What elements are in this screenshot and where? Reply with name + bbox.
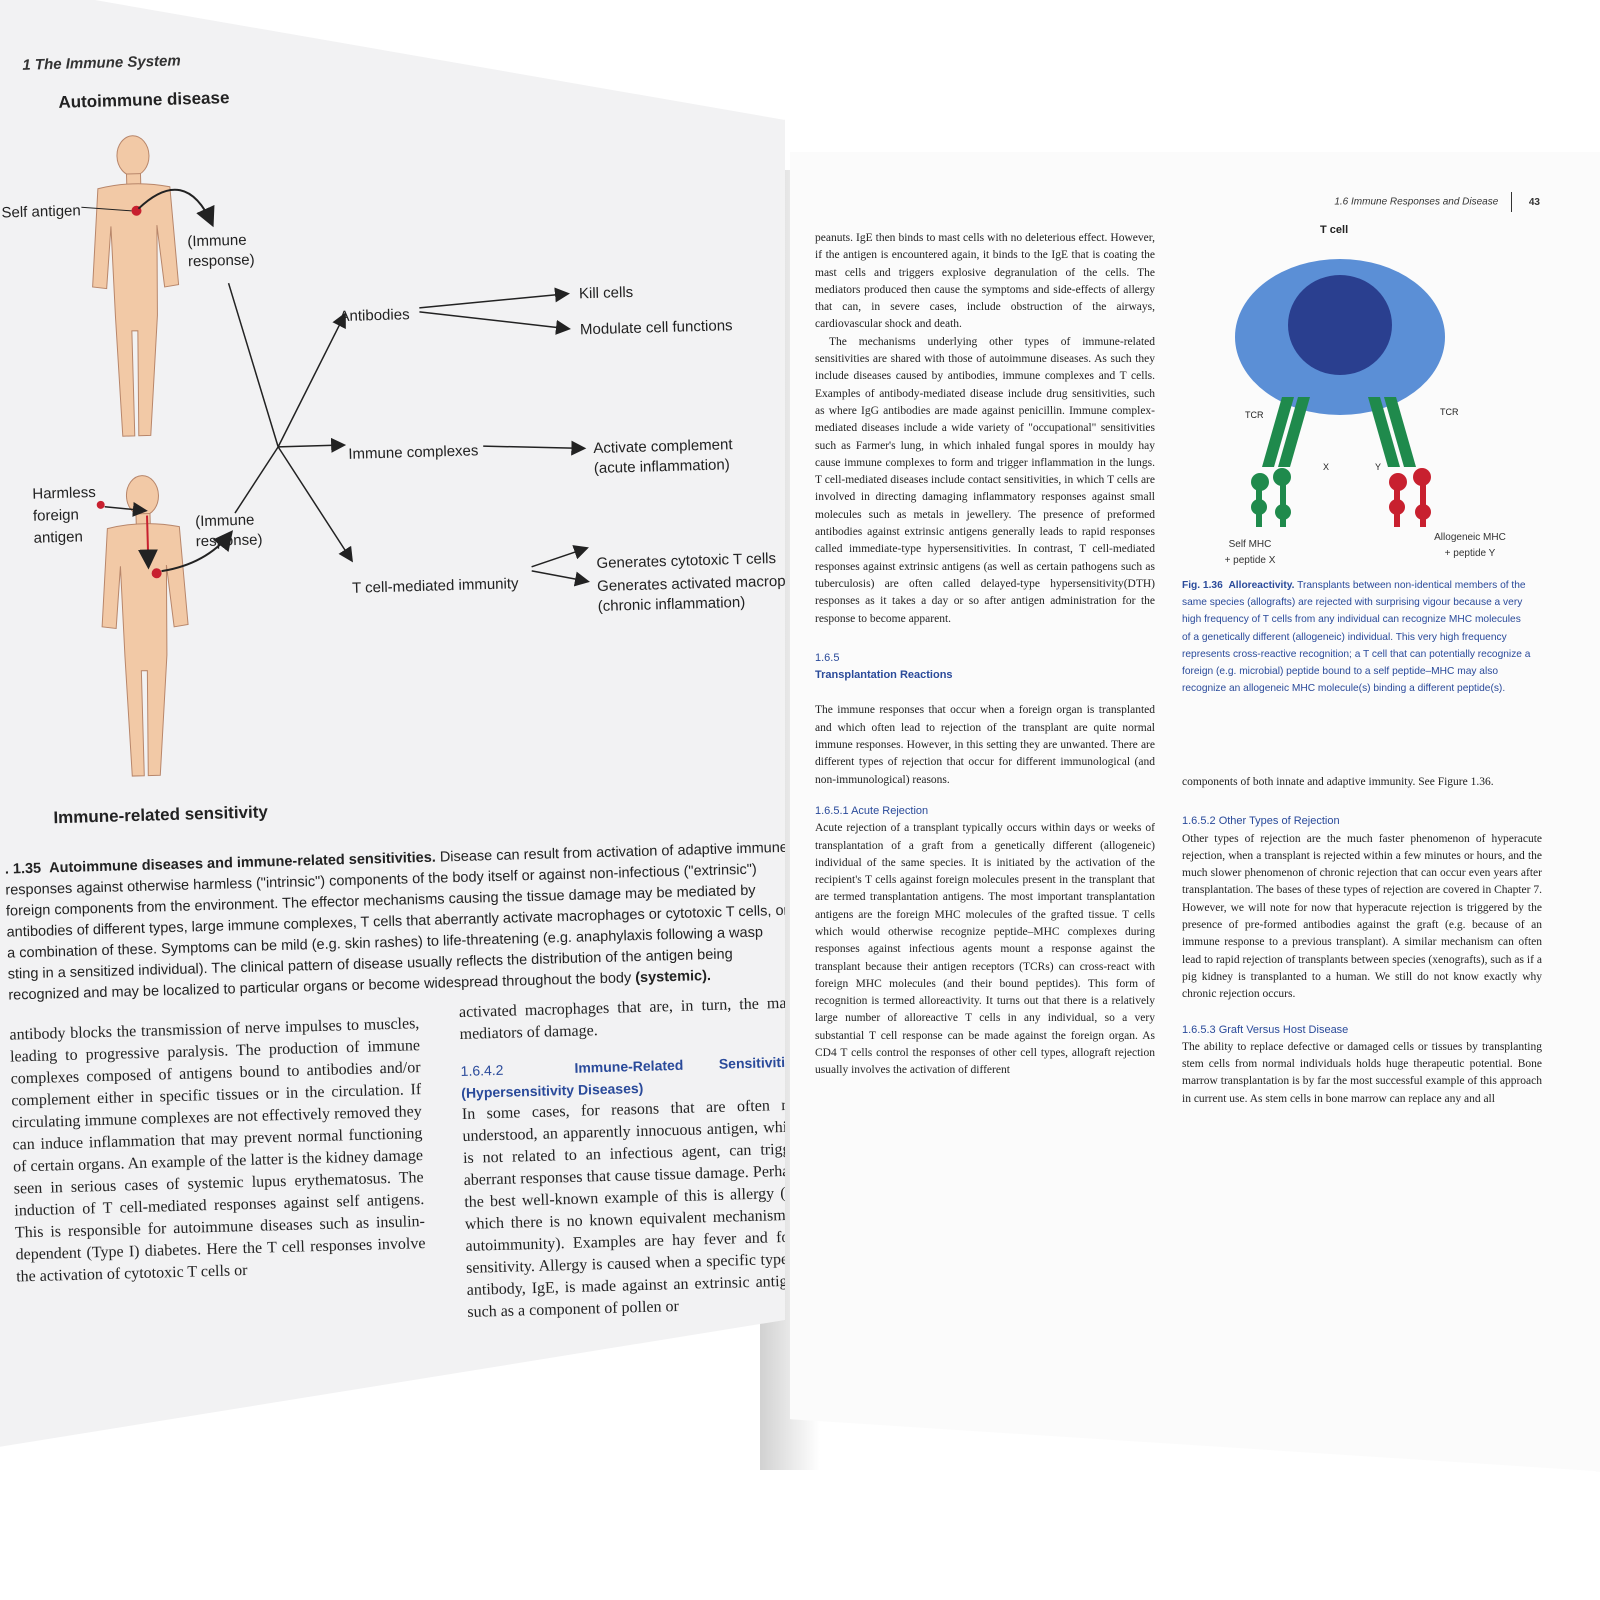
tcell-label: T cell — [1320, 224, 1349, 236]
right-running-head-text: 1.6 Immune Responses and Disease — [1334, 196, 1499, 208]
right-column-1: peanuts. IgE then binds to mast cells wi… — [815, 230, 1155, 1080]
left-running-head: 1 The Immune System — [22, 52, 181, 74]
body-figure-bottom — [101, 475, 189, 777]
head-divider — [1511, 192, 1513, 212]
peptide-y-label: Y — [1375, 462, 1382, 472]
right-page: 1.6 Immune Responses and Disease 43 pean… — [790, 152, 1600, 1472]
section-body-1651: Acute rejection of a transplant typicall… — [815, 822, 1155, 1077]
label-antibodies: Antibodies — [339, 306, 410, 326]
caption-36-text: Transplants between non-identical member… — [1182, 580, 1531, 695]
figure-title-autoimmune: Autoimmune disease — [58, 88, 230, 112]
right-col2-p1: components of both innate and adaptive i… — [1182, 776, 1494, 788]
tcr-left — [1262, 397, 1310, 467]
right-running-head: 1.6 Immune Responses and Disease 43 — [1334, 192, 1540, 212]
figure-caption-1-35: . 1.35 Autoimmune diseases and immune-re… — [4, 838, 785, 1007]
immune-figure-diagram — [81, 135, 590, 777]
left-page: 1 The Immune System Autoimmune disease — [0, 0, 785, 1450]
left-col2-top: activated macrophages that are, in turn,… — [458, 994, 800, 1044]
label-immune-response-bottom: (Immune response) — [194, 511, 263, 551]
label-immune-complexes: Immune complexes — [348, 442, 479, 463]
label-activate-complement: Activate complement (acute inflammation) — [593, 436, 733, 478]
tcell-nucleus — [1288, 275, 1392, 375]
alloreactivity-diagram — [1235, 259, 1445, 527]
section-body-1652: Other types of rejection are the much fa… — [1182, 832, 1542, 1001]
section-title-1653: 1.6.5.3 Graft Versus Host Disease — [1182, 1023, 1349, 1036]
label-self-antigen: Self antigen — [1, 202, 81, 222]
right-col1-p2: The mechanisms underlying other types of… — [815, 335, 1155, 625]
caption-36-number: Fig. 1.36 — [1182, 580, 1223, 591]
section-title-165: Transplantation Reactions — [815, 669, 953, 682]
label-immune-response-top: (Immune response) — [187, 231, 255, 271]
caption-number: . 1.35 — [4, 860, 42, 878]
figure-caption-1-36: Fig. 1.36 Alloreactivity. Transplants be… — [1182, 577, 1532, 697]
label-kill-cells: Kill cells — [578, 283, 634, 303]
left-column-2: activated macrophages that are, in turn,… — [458, 993, 807, 1324]
page-number: 43 — [1528, 196, 1540, 208]
section-body-1653: The ability to replace defective or dama… — [1182, 1040, 1542, 1105]
section-title-1652: 1.6.5.2 Other Types of Rejection — [1182, 815, 1340, 828]
tcr-right-label: TCR — [1440, 407, 1459, 417]
self-mhc — [1251, 468, 1291, 527]
peptide-x-label: X — [1323, 462, 1330, 472]
section-title-1651: 1.6.5.1 Acute Rejection — [815, 804, 929, 817]
body-figure-top — [92, 135, 180, 437]
left-col2-body: In some cases, for reasons that are ofte… — [461, 1096, 807, 1321]
section-number-165: 1.6.5 — [815, 651, 840, 664]
caption-36-title: Alloreactivity. — [1228, 580, 1295, 591]
tcr-left-label: TCR — [1245, 410, 1264, 420]
tcr-right — [1368, 397, 1416, 467]
section-number-1642: 1.6.4.2 — [460, 1061, 504, 1080]
section-title-1642: Immune-Related Sensitivities (Hypersensi… — [461, 1053, 801, 1101]
label-harmless-antigen: Harmless foreign antigen — [32, 483, 96, 547]
allo-mhc-label: Allogeneic MHC + peptide Y — [1434, 532, 1506, 559]
left-column-1: antibody blocks the transmission of nerv… — [9, 1015, 426, 1286]
right-column-2: components of both innate and adaptive i… — [1182, 774, 1542, 1108]
section-body-165: The immune responses that occur when a f… — [815, 704, 1155, 786]
self-mhc-label: Self MHC + peptide X — [1224, 539, 1276, 566]
right-col1-p1: peanuts. IgE then binds to mast cells wi… — [815, 232, 1155, 331]
caption-end: (systemic). — [635, 967, 712, 987]
allogeneic-mhc — [1389, 468, 1431, 527]
